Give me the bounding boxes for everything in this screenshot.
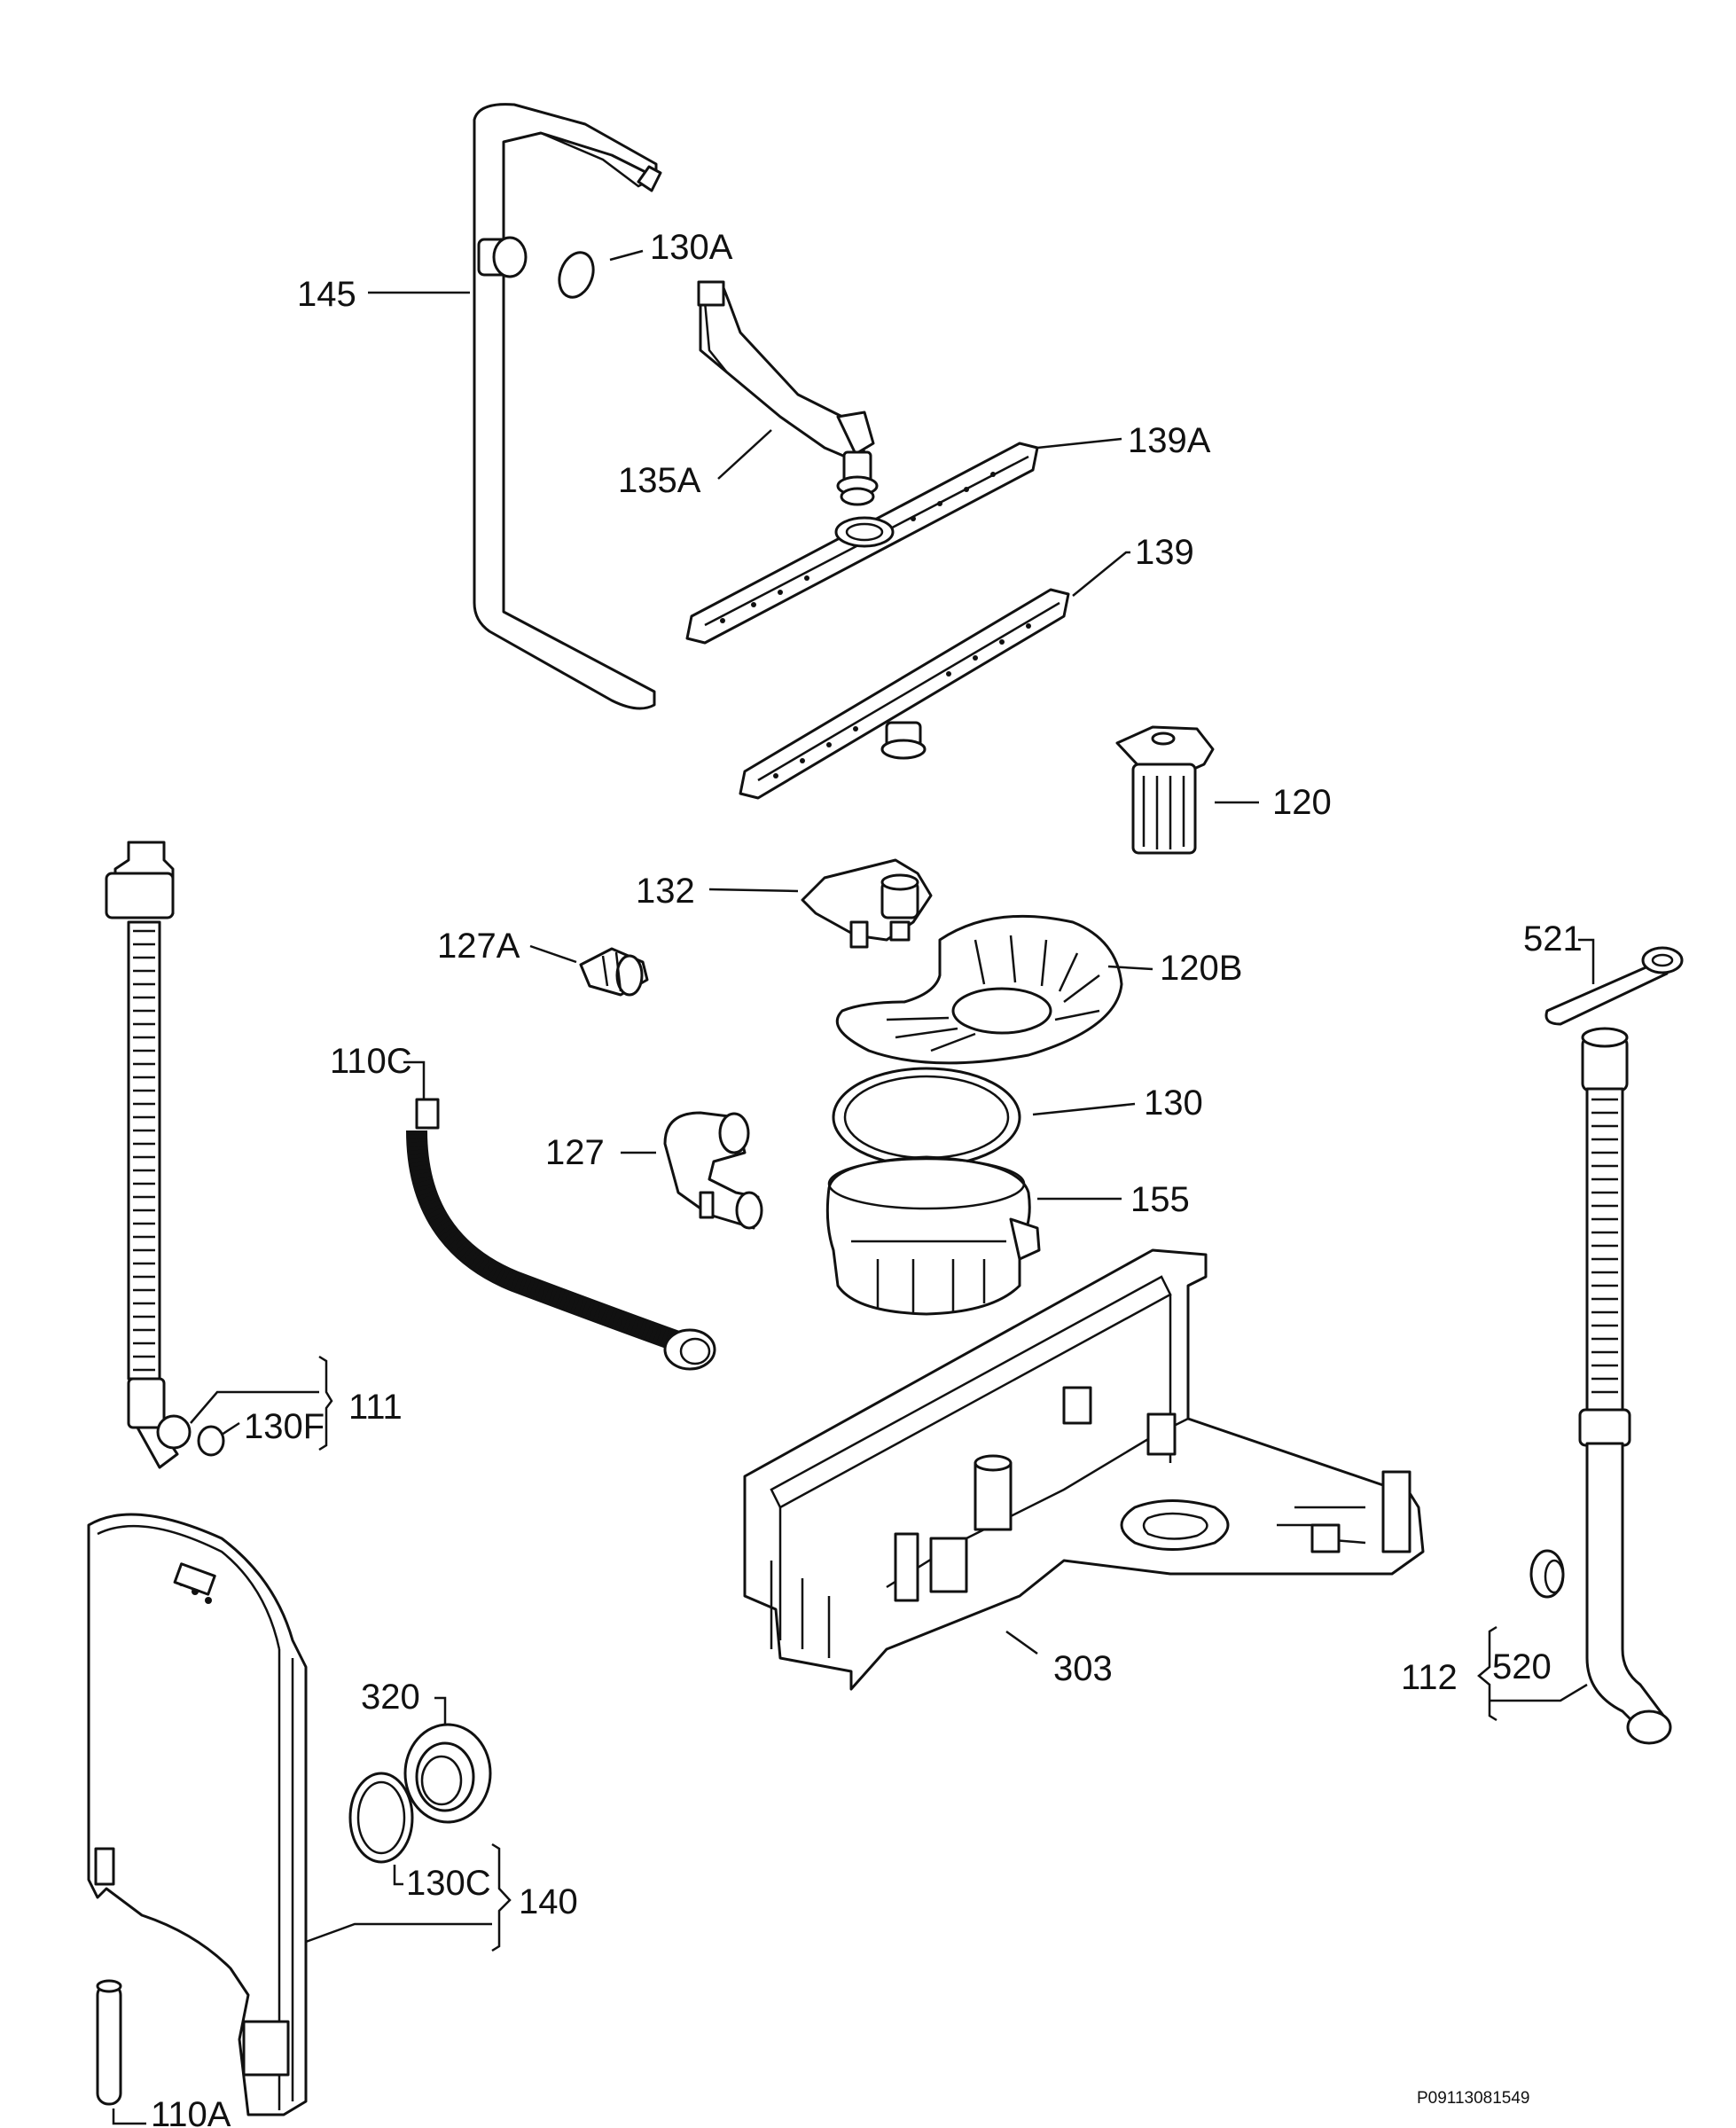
label-140: 140 xyxy=(519,1882,578,1921)
part-120B-filter-plate xyxy=(835,914,1123,1065)
label-520: 520 xyxy=(1492,1647,1552,1686)
label-155: 155 xyxy=(1130,1180,1190,1219)
part-112-drain-hose xyxy=(1578,1027,1672,1745)
part-303-base-frame xyxy=(743,1248,1425,1691)
part-132-diverter xyxy=(801,858,933,949)
label-127: 127 xyxy=(545,1133,605,1172)
part-110A-rod xyxy=(96,1979,122,2106)
part-130C-o-ring xyxy=(348,1772,414,1864)
label-145: 145 xyxy=(297,275,356,314)
part-127A-coupling xyxy=(579,947,649,997)
label-110A: 110A xyxy=(151,2095,231,2128)
part-110C-hose xyxy=(406,1098,716,1371)
drawing-code: P09113081549 xyxy=(1417,2089,1530,2108)
part-155-sump xyxy=(825,1155,1041,1316)
label-521: 521 xyxy=(1523,919,1583,958)
leader-lines xyxy=(112,249,1595,2125)
label-127A: 127A xyxy=(437,927,520,966)
part-135A-arm-support xyxy=(697,280,879,506)
label-110C: 110C xyxy=(330,1042,412,1081)
label-130: 130 xyxy=(1144,1084,1203,1123)
part-130F-washer xyxy=(197,1425,225,1457)
part-320-seal xyxy=(403,1723,492,1824)
label-112: 112 xyxy=(1401,1658,1458,1697)
part-140-housing xyxy=(87,1513,308,2116)
part-139-lower-spray-arm xyxy=(739,588,1070,800)
label-132: 132 xyxy=(636,872,695,911)
label-130C: 130C xyxy=(406,1864,491,1903)
part-145-spray-pipe xyxy=(473,103,662,710)
callout-labels: 145 130A 139A 135A 139 120 132 127A 120B… xyxy=(151,228,1583,2128)
part-130-seal xyxy=(832,1067,1021,1168)
part-139A-upper-spray-arm xyxy=(685,442,1039,645)
label-303: 303 xyxy=(1053,1649,1113,1688)
part-520-cap xyxy=(1529,1549,1565,1599)
label-120B: 120B xyxy=(1160,949,1242,988)
part-130A-o-ring xyxy=(558,251,595,299)
label-135A: 135A xyxy=(618,461,701,500)
label-139: 139 xyxy=(1135,533,1194,572)
label-120: 120 xyxy=(1272,783,1332,822)
label-320: 320 xyxy=(361,1678,420,1717)
label-130A: 130A xyxy=(650,228,733,267)
label-111: 111 xyxy=(348,1388,403,1427)
label-139A: 139A xyxy=(1128,421,1211,460)
part-120-filter xyxy=(1115,725,1215,855)
part-127-elbow xyxy=(663,1111,763,1230)
part-111-inlet-hose xyxy=(105,841,192,1469)
part-521-clip xyxy=(1544,946,1684,1026)
label-130F: 130F xyxy=(244,1407,325,1446)
